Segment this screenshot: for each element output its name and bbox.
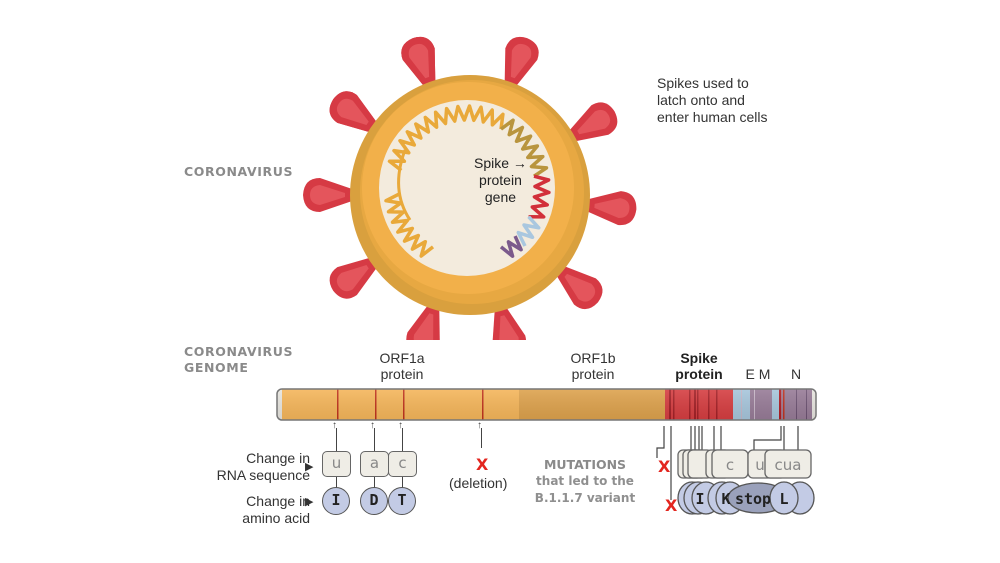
rna-change-box: c: [388, 451, 417, 477]
genome-label: CORONAVIRUS GENOME: [184, 344, 294, 375]
arrow-up-icon: ↑: [398, 420, 403, 431]
amino-acid-text: stop: [735, 490, 771, 508]
spike-mutation-cluster: X X c u cua I K stop L: [656, 426, 815, 515]
arrow-right-icon: →: [512, 155, 527, 171]
rna-segment: [384, 192, 435, 258]
legend-rna: Change in RNA sequence: [216, 450, 310, 483]
deletion-label: (deletion): [449, 475, 508, 491]
coronavirus-label: CORONAVIRUS: [184, 164, 294, 179]
spike: [406, 300, 440, 340]
spike: [492, 302, 527, 340]
spike: [564, 102, 618, 143]
spike-proteins: [303, 36, 637, 340]
spike: [581, 191, 637, 226]
spike-gene-label: Spike → protein gene: [474, 155, 527, 205]
amino-acid-text: I: [695, 490, 704, 508]
rna-change-text: u: [755, 456, 765, 474]
pointer-icon: ▶: [305, 496, 314, 508]
rna-strand: [384, 104, 551, 258]
amino-acid-circle: I: [322, 487, 350, 515]
spike: [303, 178, 358, 212]
legend-aa: Change in amino acid: [242, 493, 310, 526]
arrow-up-icon: ↑: [370, 420, 375, 431]
region-label-spike: Spike protein: [675, 350, 723, 382]
pointer-icon: ▶: [305, 461, 314, 473]
rna-segment: [516, 215, 541, 247]
deletion-x-icon: X: [665, 496, 678, 515]
region-label-orf1a: ORF1a protein: [379, 350, 425, 382]
arrow-up-icon: ↑: [477, 420, 482, 431]
deletion-arrow: [481, 428, 483, 448]
spike: [504, 36, 539, 92]
arrow-up-icon: ↑: [332, 420, 337, 431]
deletion-x-icon: X: [476, 455, 489, 474]
amino-acid-text: L: [779, 490, 788, 508]
spike: [329, 255, 381, 299]
virus-core: [379, 100, 555, 276]
amino-acid-text: K: [721, 490, 730, 508]
genome-bar: [276, 388, 817, 421]
mutations-title: MUTATIONS that led to the B.1.1.7 varian…: [534, 457, 636, 505]
rna-change-text: cua: [775, 456, 802, 474]
virus-illustration: [303, 36, 637, 340]
rna-segment: [499, 118, 549, 178]
amino-acid-circle: T: [388, 487, 416, 515]
rna-segment: [528, 174, 551, 219]
rna-change-box: a: [360, 451, 389, 477]
deletion-x-icon: X: [658, 457, 671, 476]
deletion-arrow: [656, 426, 665, 458]
rna-segment: [387, 104, 505, 172]
region-label-n: N: [790, 366, 802, 382]
spike: [553, 263, 603, 310]
region-label-em: E M: [745, 366, 771, 382]
region-label-orf1b: ORF1b protein: [570, 350, 616, 382]
rna-segment: [499, 235, 523, 258]
spike: [329, 91, 381, 135]
rna-change-box: u: [322, 451, 351, 477]
amino-acid-circle: D: [360, 487, 388, 515]
rna-change-text: c: [726, 456, 734, 474]
spike: [401, 36, 436, 92]
spike-caption: Spikes used to latch onto and enter huma…: [657, 75, 768, 125]
